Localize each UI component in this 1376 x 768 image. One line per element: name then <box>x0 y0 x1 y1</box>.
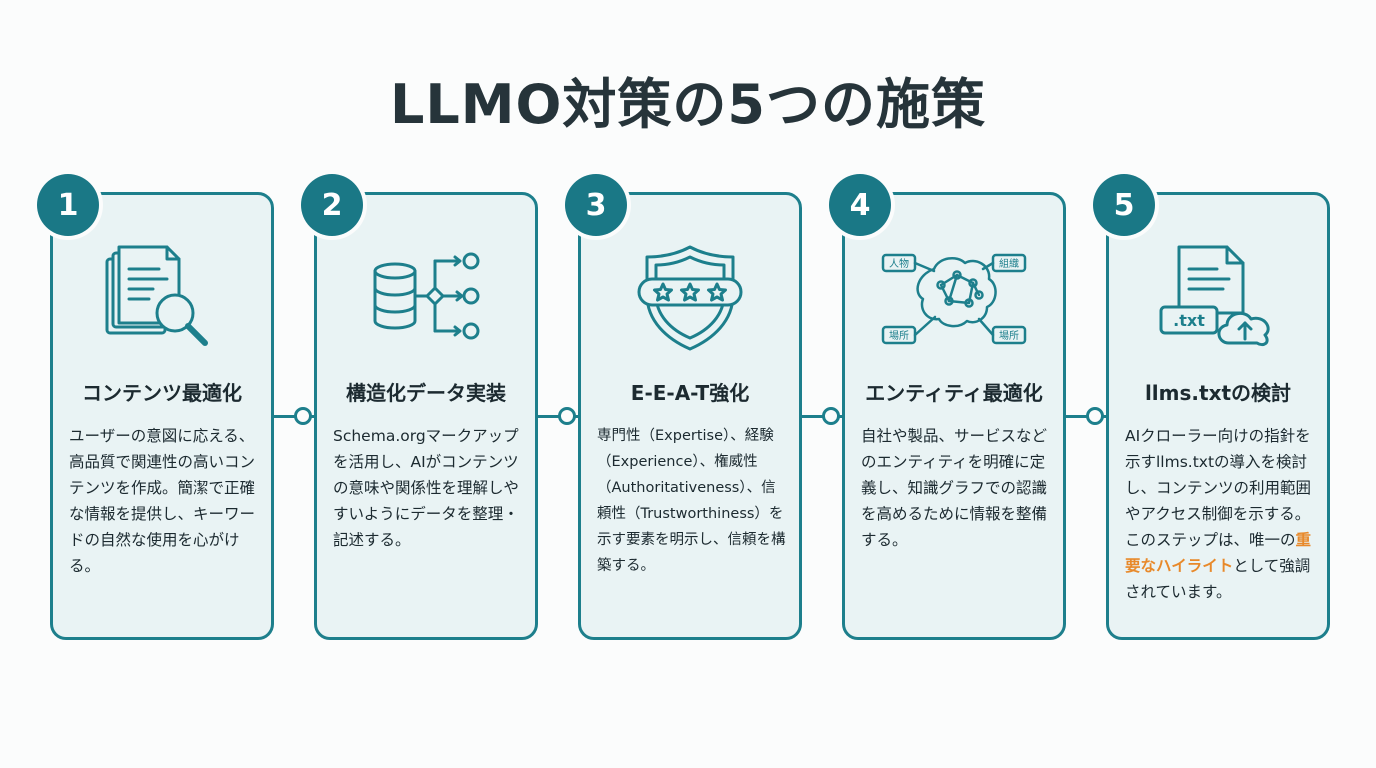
brain-network-icon: 人物 組織 場所 場所 <box>881 253 1027 345</box>
step-title-2: 構造化データ実装 <box>346 381 506 405</box>
step-number-3: 3 <box>565 174 627 236</box>
step-body-5-post: として強調されています。 <box>1125 557 1311 601</box>
step-body-5: AIクローラー向けの指針を示すllms.txtの導入を検討し、コンテンツの利用範… <box>1125 423 1317 605</box>
step-number-2: 2 <box>301 174 363 236</box>
step-body-5-pre: AIクローラー向けの指針を示すllms.txtの導入を検討し、コンテンツの利用範… <box>1125 427 1312 549</box>
connector-dot-3-4 <box>822 407 840 425</box>
step-body-3: 専門性（Expertise）、経験（Experience）、権威性（Author… <box>597 428 786 574</box>
step-number-5: 5 <box>1093 174 1155 236</box>
step-body-1: ユーザーの意図に応える、高品質で関連性の高いコンテンツを作成。簡潔で正確な情報を… <box>69 427 256 575</box>
document-search-icon <box>105 245 208 346</box>
step-number-1: 1 <box>37 174 99 236</box>
shield-stars-icon <box>637 245 743 351</box>
step-body-2: Schema.orgマークアップを活用し、AIがコンテンツの意味や関係性を理解し… <box>333 427 519 549</box>
step-title-1: コンテンツ最適化 <box>82 381 242 405</box>
step-card-4: 人物 組織 場所 場所 エンティティ最適化 自社や製品、サービスなどのエンティテ… <box>842 192 1066 640</box>
connector-dot-2-3 <box>558 407 576 425</box>
step-card-1: コンテンツ最適化 ユーザーの意図に応える、高品質で関連性の高いコンテンツを作成。… <box>50 192 274 640</box>
step-card-3: E-E-A-T強化 専門性（Expertise）、経験（Experience）、… <box>578 192 802 640</box>
connector-dot-4-5 <box>1086 407 1104 425</box>
entity-label-place-right: 場所 <box>999 329 1019 342</box>
page-title: LLMO対策の5つの施策 <box>389 73 987 136</box>
step-card-5: .txt llms.txtの検討 AIクローラー向けの指針を示すllms.txt… <box>1106 192 1330 640</box>
step-title-5: llms.txtの検討 <box>1144 381 1292 405</box>
entity-label-place-left: 場所 <box>889 329 909 342</box>
step-title-3: E-E-A-T強化 <box>630 381 750 405</box>
step-body-4: 自社や製品、サービスなどのエンティティを明確に定義し、知識グラフでの認識を高める… <box>861 427 1048 549</box>
database-structure-icon <box>373 252 480 340</box>
step-body-5-highlight: 重要なハイライト <box>1125 531 1312 575</box>
connector-dot-1-2 <box>294 407 312 425</box>
txt-file-upload-icon: .txt <box>1159 245 1270 347</box>
step-number-4: 4 <box>829 174 891 236</box>
step-card-2: 構造化データ実装 Schema.orgマークアップを活用し、AIがコンテンツの意… <box>314 192 538 640</box>
file-extension-label: .txt <box>1173 311 1205 330</box>
step-title-4: エンティティ最適化 <box>865 381 1043 405</box>
entity-label-organization: 組織 <box>999 257 1019 270</box>
entity-label-person: 人物 <box>889 257 909 270</box>
